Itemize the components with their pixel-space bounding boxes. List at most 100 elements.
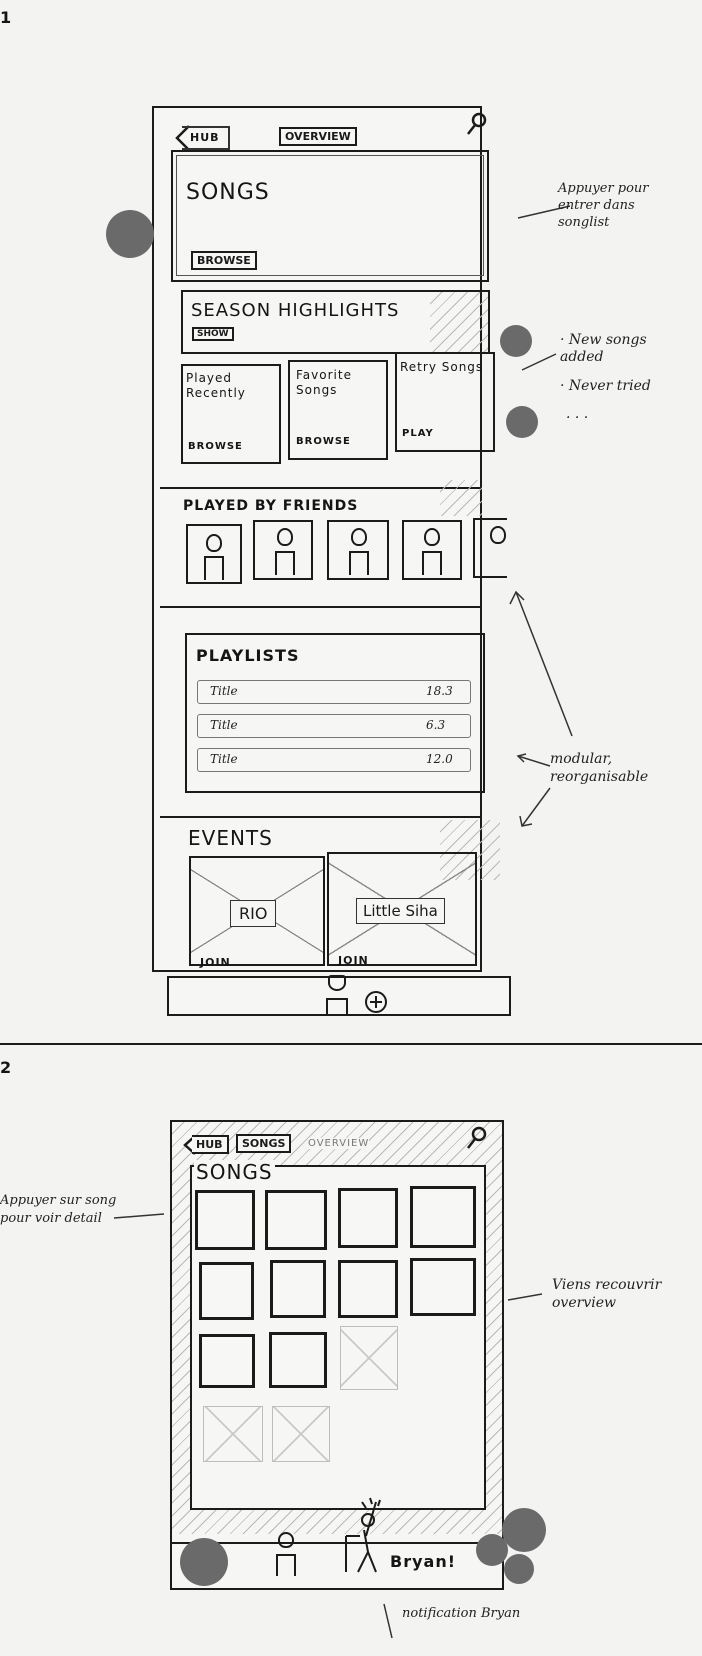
player-avatar-icon bbox=[326, 998, 348, 1016]
hub-back-button[interactable]: HUB bbox=[192, 1135, 229, 1154]
friend-avatar[interactable] bbox=[186, 524, 242, 584]
arrow-up-icon bbox=[509, 590, 573, 737]
person-icon bbox=[424, 528, 440, 546]
song-tile[interactable] bbox=[195, 1190, 255, 1250]
card-action[interactable]: BROWSE bbox=[296, 436, 351, 447]
search-icon[interactable] bbox=[466, 112, 488, 136]
playlist-row-title: Title bbox=[210, 752, 238, 766]
player-avatar-icon bbox=[276, 1554, 296, 1576]
sketch-number-1: 1 bbox=[0, 8, 13, 27]
person-icon bbox=[490, 526, 506, 544]
friend-avatar[interactable] bbox=[327, 520, 389, 580]
note-never-tried: · Never tried bbox=[560, 378, 651, 394]
song-tile[interactable] bbox=[410, 1258, 476, 1316]
card-retry-songs[interactable] bbox=[395, 352, 495, 452]
note-overview: Viens recouvrir overview bbox=[552, 1277, 662, 1311]
songs-title: SONGS bbox=[186, 180, 270, 205]
tab-overview-faded[interactable]: OVERVIEW bbox=[308, 1138, 370, 1149]
marker-dot bbox=[506, 406, 538, 438]
marker-dot bbox=[504, 1554, 534, 1584]
played-by-friends-title: PLAYED BY FRIENDS bbox=[183, 498, 359, 514]
tab-songs[interactable]: SONGS bbox=[236, 1134, 292, 1153]
notification-name[interactable]: Bryan! bbox=[390, 1552, 456, 1571]
song-tile-placeholder bbox=[340, 1326, 398, 1390]
card-action[interactable]: PLAY bbox=[402, 428, 434, 439]
divider bbox=[160, 816, 482, 818]
season-highlights-show-button[interactable]: SHOW bbox=[192, 327, 234, 341]
back-chevron-icon bbox=[183, 1135, 196, 1155]
songs-browse-button[interactable]: BROWSE bbox=[191, 251, 257, 270]
playlist-row[interactable] bbox=[197, 748, 471, 772]
card-favorite-songs[interactable] bbox=[288, 360, 388, 460]
card-title: Favorite Songs bbox=[296, 368, 352, 397]
playlists-module[interactable] bbox=[185, 633, 485, 793]
songs-module[interactable] bbox=[171, 150, 489, 282]
annotation-line bbox=[507, 1293, 543, 1301]
event-name: RIO bbox=[230, 900, 277, 927]
playlist-row-title: Title bbox=[210, 684, 238, 698]
person-icon bbox=[275, 551, 295, 575]
song-tile[interactable] bbox=[270, 1260, 326, 1318]
marker-dot bbox=[476, 1534, 508, 1566]
season-highlights-title: SEASON HIGHLIGHTS bbox=[191, 300, 400, 321]
arrow-down-icon bbox=[519, 787, 551, 827]
player-avatar-icon[interactable] bbox=[328, 975, 346, 991]
song-tile[interactable] bbox=[265, 1190, 327, 1250]
person-icon bbox=[422, 551, 442, 575]
annotation-line bbox=[383, 1603, 393, 1639]
song-tile[interactable] bbox=[199, 1334, 255, 1388]
marker-dot bbox=[106, 210, 154, 258]
divider bbox=[160, 487, 482, 489]
card-action[interactable]: BROWSE bbox=[188, 441, 243, 452]
note-new-songs: · New songs added bbox=[560, 332, 647, 365]
tab-overview[interactable]: OVERVIEW bbox=[279, 127, 357, 146]
playlists-title: PLAYLISTS bbox=[196, 646, 300, 665]
playlist-row-value: 12.0 bbox=[426, 752, 453, 766]
friend-avatar[interactable] bbox=[402, 520, 462, 580]
note-notification: notification Bryan bbox=[402, 1606, 521, 1621]
person-icon bbox=[277, 528, 293, 546]
marker-dot bbox=[502, 1508, 546, 1552]
search-icon[interactable] bbox=[466, 1126, 488, 1150]
person-icon bbox=[204, 556, 224, 580]
friend-avatar[interactable] bbox=[253, 520, 313, 580]
song-tile[interactable] bbox=[199, 1262, 254, 1320]
song-tile-placeholder bbox=[272, 1406, 330, 1462]
season-highlights-module[interactable] bbox=[181, 290, 490, 354]
playlist-row-value: 6.3 bbox=[426, 718, 446, 732]
event-join[interactable]: JOIN bbox=[200, 956, 231, 969]
song-tile[interactable] bbox=[410, 1186, 476, 1248]
note-modular: modular, reorganisable bbox=[550, 751, 649, 785]
hatch-shading bbox=[440, 480, 482, 516]
hatch-shading bbox=[430, 292, 488, 352]
playlist-row[interactable] bbox=[197, 680, 471, 704]
add-circle-icon[interactable] bbox=[364, 990, 388, 1014]
card-played-recently[interactable] bbox=[181, 364, 281, 464]
sketch-number-2: 2 bbox=[0, 1058, 13, 1077]
card-title: Retry Songs bbox=[400, 360, 484, 374]
event-name: Little Siha bbox=[356, 898, 445, 924]
hub-back-button[interactable] bbox=[182, 126, 230, 150]
song-tile[interactable] bbox=[338, 1188, 398, 1248]
person-icon bbox=[206, 534, 222, 552]
event-join[interactable]: JOIN bbox=[338, 954, 369, 967]
note-tap-song: Appuyer sur song pour voir detail bbox=[0, 1193, 117, 1226]
person-icon bbox=[349, 551, 369, 575]
note-songs: Appuyer pour entrer dans songlist bbox=[558, 181, 649, 230]
player-avatar-icon[interactable] bbox=[278, 1532, 294, 1548]
songs-module-inner bbox=[176, 155, 484, 276]
song-tile[interactable] bbox=[269, 1332, 327, 1388]
note-ellipsis: · · · bbox=[566, 410, 589, 426]
back-chevron-icon bbox=[175, 125, 190, 151]
annotation-line bbox=[113, 1213, 165, 1219]
card-title: Played Recently bbox=[186, 371, 246, 400]
marker-dot bbox=[180, 1538, 228, 1586]
playlist-row[interactable] bbox=[197, 714, 471, 738]
annotation-line bbox=[521, 353, 557, 371]
marker-dot bbox=[500, 325, 532, 357]
friend-avatar[interactable] bbox=[473, 518, 507, 578]
song-tile[interactable] bbox=[338, 1260, 398, 1318]
celebrating-friend-icon bbox=[345, 1497, 381, 1573]
songs-panel-title: SONGS bbox=[194, 1160, 275, 1184]
arrow-left-icon bbox=[516, 753, 551, 767]
